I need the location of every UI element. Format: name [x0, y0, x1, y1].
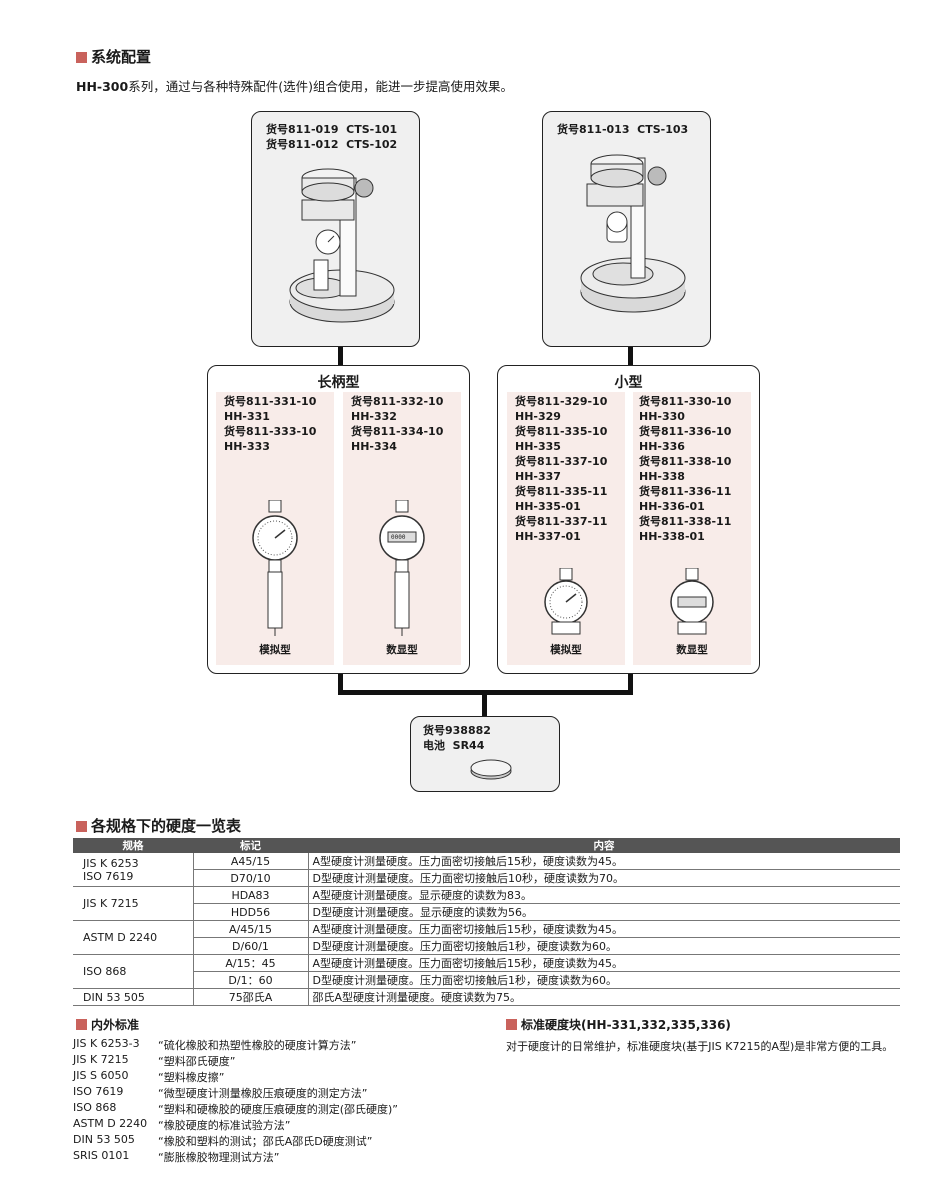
panel-small-digital: 货号811-330-10 HH-330 货号811-336-10 HH-336 …: [633, 392, 751, 665]
group-title: 小型: [614, 375, 643, 391]
standard-name: “橡胶硬度的标准试验方法”: [158, 1119, 291, 1132]
intro-text: HH-300系列，通过与各种特殊配件(选件)组合使用，能进一步提高使用效果。: [76, 79, 513, 94]
cell-content: D型硬度计测量硬度。压力面密切接触后1秒，硬度读数为60。: [308, 971, 900, 989]
caption-analog: 模拟型: [550, 644, 582, 656]
analog-durometer-icon: [252, 500, 298, 636]
blocks-description: 对于硬度计的日常维护，标准硬度块(基于JIS K7215的A型)是非常方便的工具…: [506, 1040, 894, 1053]
stand-part-numbers: 货号811-019 CTS-101 货号811-012 CTS-102: [266, 123, 398, 151]
digital-durometer-icon: [379, 500, 425, 636]
group-title: 长柄型: [317, 375, 360, 391]
standard-code: JIS S 6050: [73, 1069, 129, 1082]
stand-box-left: 货号811-019 CTS-101 货号811-012 CTS-102: [251, 111, 420, 347]
standard-code: ISO 7619: [73, 1085, 124, 1098]
section-title-system: 系统配置: [76, 46, 151, 67]
durometer-stand-illustration: [580, 154, 686, 313]
part-numbers: 货号811-331-10 HH-331 货号811-333-10 HH-333: [224, 395, 317, 453]
connector-line: [338, 673, 343, 693]
section-marker-icon: [506, 1019, 517, 1030]
panel-long-digital: 货号811-332-10 HH-332 货号811-334-10 HH-334 …: [343, 392, 461, 665]
standard-code: ASTM D 2240: [73, 1117, 148, 1130]
panel-small-analog: 货号811-329-10 HH-329 货号811-335-10 HH-335 …: [507, 392, 625, 665]
section-title-blocks: 标准硬度块(HH-331,332,335,336): [506, 1016, 731, 1033]
column-header: 内容: [308, 838, 900, 853]
section-marker-icon: [76, 821, 87, 832]
cell-content: D型硬度计测量硬度。压力面密切接触后1秒，硬度读数为60。: [308, 937, 900, 955]
standard-name: “膨胀橡胶物理测试方法”: [158, 1151, 280, 1164]
stand-part-numbers: 货号811-013 CTS-103: [557, 123, 689, 136]
column-header: 规格: [73, 838, 193, 853]
cell-content: 邵氏A型硬度计测量硬度。硬度读数为75。: [308, 988, 900, 1006]
cell-mark: D/1：60: [192, 971, 309, 989]
standard-name: “橡胶和塑料的测试；邵氏A邵氏D硬度测试”: [158, 1135, 373, 1148]
battery-box: 货号938882 电池 SR44: [410, 716, 560, 792]
cell-content: A型硬度计测量硬度。压力面密切接触后15秒，硬度读数为45。: [308, 853, 900, 870]
standard-name: “微型硬度计测量橡胶压痕硬度的测定方法”: [158, 1087, 368, 1100]
section-title-standards: 内外标准: [76, 1016, 139, 1033]
connector-line: [482, 690, 487, 717]
table-header-row: 规格 标记 内容: [73, 838, 900, 853]
connector-line: [628, 346, 633, 366]
cell-mark: HDA83: [192, 886, 309, 904]
standard-code: SRIS 0101: [73, 1149, 130, 1162]
standard-code: ISO 868: [73, 1101, 117, 1114]
caption-digital: 数显型: [386, 644, 418, 656]
digital-durometer-icon: [670, 568, 714, 635]
cell-mark: HDD56: [192, 903, 309, 921]
section-marker-icon: [76, 52, 87, 63]
cell-standard: ISO 868: [73, 954, 193, 989]
cell-mark: D/60/1: [192, 937, 309, 955]
cell-content: D型硬度计测量硬度。压力面密切接触后10秒，硬度读数为70。: [308, 869, 900, 887]
connector-line: [338, 346, 343, 366]
cell-standard: DIN 53 505: [73, 988, 193, 1006]
cell-mark: 75邵氏A: [192, 988, 309, 1006]
connector-line: [628, 673, 633, 693]
standard-code: DIN 53 505: [73, 1133, 135, 1146]
standard-code: JIS K 6253-3: [73, 1037, 140, 1050]
cell-mark: A45/15: [192, 853, 309, 870]
standard-name: “塑料和硬橡胶的硬度压痕硬度的测定(邵氏硬度)”: [158, 1103, 398, 1116]
durometer-stand-illustration: [289, 168, 395, 323]
stand-box-right: 货号811-013 CTS-103: [542, 111, 711, 347]
cell-mark: D70/10: [192, 869, 309, 887]
battery-icon: [470, 759, 512, 780]
panel-long-analog: 货号811-331-10 HH-331 货号811-333-10 HH-333 …: [216, 392, 334, 665]
cell-standard: JIS K 6253 ISO 7619: [73, 853, 193, 887]
section-marker-icon: [76, 1019, 87, 1030]
part-numbers: 货号811-332-10 HH-332 货号811-334-10 HH-334: [351, 395, 444, 453]
section-title-hardness: 各规格下的硬度一览表: [76, 815, 241, 836]
caption-analog: 模拟型: [259, 644, 291, 656]
column-header: 标记: [193, 838, 308, 853]
cell-mark: A/15：45: [192, 954, 309, 972]
cell-content: A型硬度计测量硬度。压力面密切接触后15秒，硬度读数为45。: [308, 920, 900, 938]
digital-readout: 0000: [391, 534, 406, 541]
battery-part-number: 货号938882 电池 SR44: [423, 724, 491, 752]
cell-standard: JIS K 7215: [73, 886, 193, 921]
caption-digital: 数显型: [676, 644, 708, 656]
part-numbers: 货号811-330-10 HH-330 货号811-336-10 HH-336 …: [639, 395, 732, 543]
cell-mark: A/45/15: [192, 920, 309, 938]
standard-name: “塑料橡皮擦”: [158, 1071, 225, 1084]
standard-code: JIS K 7215: [73, 1053, 129, 1066]
cell-standard: ASTM D 2240: [73, 920, 193, 955]
part-numbers: 货号811-329-10 HH-329 货号811-335-10 HH-335 …: [515, 395, 608, 543]
cell-content: D型硬度计测量硬度。显示硬度的读数为56。: [308, 903, 900, 921]
standard-name: “硫化橡胶和热塑性橡胶的硬度计算方法”: [158, 1039, 357, 1052]
analog-durometer-icon: [544, 568, 588, 635]
cell-content: A型硬度计测量硬度。压力面密切接触后15秒，硬度读数为45。: [308, 954, 900, 972]
cell-content: A型硬度计测量硬度。显示硬度的读数为83。: [308, 886, 900, 904]
standard-name: “塑料邵氏硬度”: [158, 1055, 236, 1068]
